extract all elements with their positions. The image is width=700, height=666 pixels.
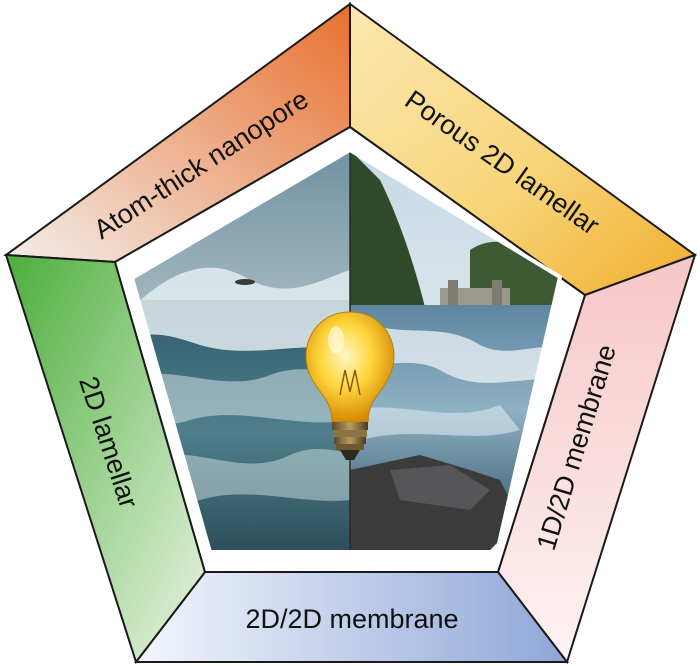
label-2d-2d-membrane: 2D/2D membrane (245, 604, 458, 634)
light-bulb-icon (305, 311, 395, 460)
